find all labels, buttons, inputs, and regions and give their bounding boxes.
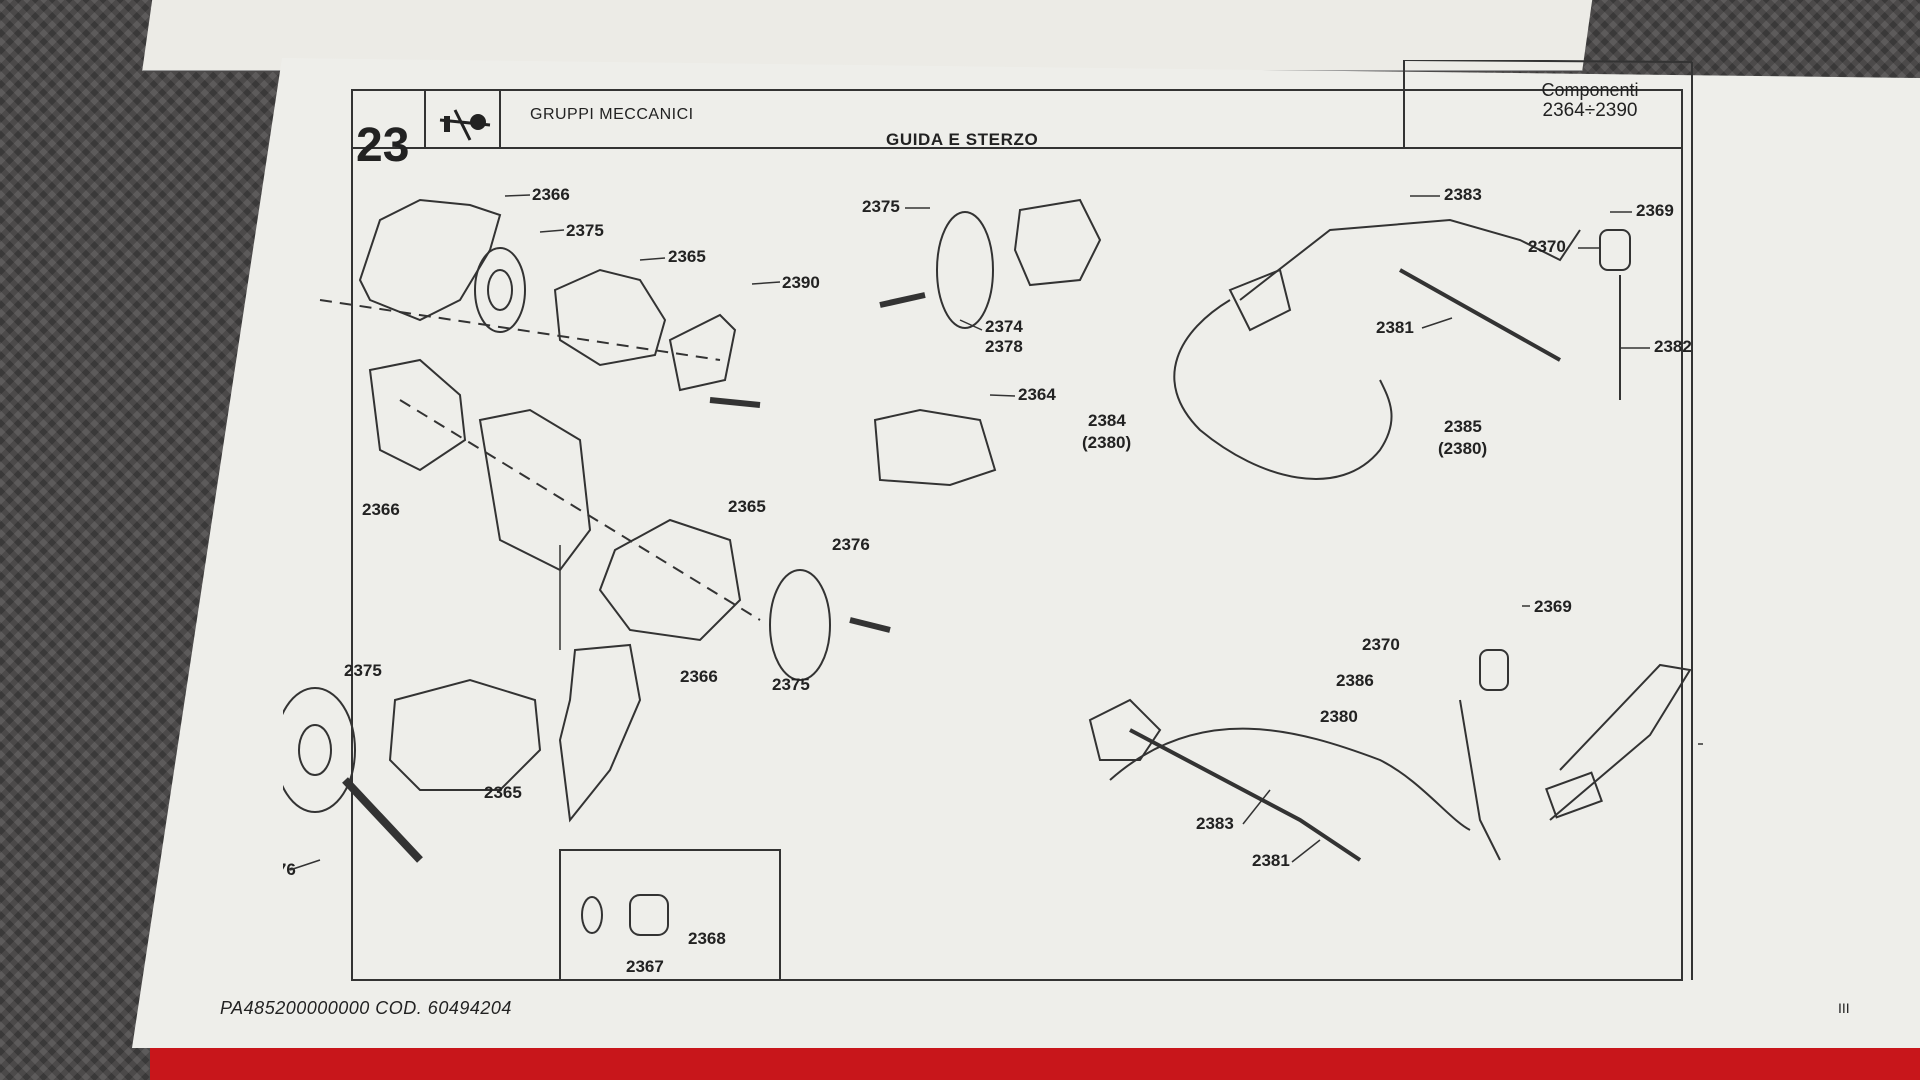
pulley-2375-bottom [283, 687, 356, 813]
callout-2366: 2366 [532, 185, 570, 204]
section-number: 23 [356, 119, 410, 172]
callout-2376: 2376 [832, 535, 870, 554]
callout-2367: 2367 [626, 957, 664, 976]
cooler-2387 [1549, 663, 1692, 821]
components-range: 2364÷2390 [1542, 100, 1638, 121]
callout-2383: 2383 [1196, 814, 1234, 833]
callout-2380: (2380) [1082, 433, 1131, 452]
components-label: Componenti [1541, 80, 1639, 100]
rack-2381-top [1399, 268, 1561, 362]
pulley-2375-top [474, 247, 526, 333]
bracket-2366-top [358, 198, 502, 322]
page-number: III [1838, 1000, 1850, 1016]
callout-2370: 2370 [1362, 635, 1400, 654]
reservoir-2369-bottom [1479, 649, 1509, 691]
pump-2365-mid [598, 518, 742, 642]
callout-2374: 2374 [985, 317, 1023, 336]
callout-2381: 2381 [1252, 851, 1290, 870]
callout-2380: 2380 [1320, 707, 1358, 726]
callout-2380: (2380) [1438, 439, 1487, 458]
callout-2366: 2366 [680, 667, 718, 686]
callout-2376: 2376 [283, 860, 296, 879]
callout-2365: 2365 [668, 247, 706, 266]
callout-2383: 2383 [1444, 185, 1482, 204]
group-label: GRUPPI MECCANICI [530, 106, 694, 123]
page-frame [351, 89, 1683, 981]
pump-2364 [873, 408, 997, 487]
callout-2386: 2386 [1336, 671, 1374, 690]
callout-2365: 2365 [728, 497, 766, 516]
callout-2366: 2366 [362, 500, 400, 519]
hose-2383-top [1239, 218, 1581, 301]
exploded-diagram: 2366 2375 2365 2390 2375 2374 2378 2364 … [283, 60, 1703, 981]
pulley-2375-mid [936, 211, 994, 329]
pump-2365-top [553, 268, 667, 367]
callout-2365: 2365 [484, 783, 522, 802]
callout-2390: 2390 [782, 273, 820, 292]
callout-2375: 2375 [344, 661, 382, 680]
callout-2370: 2370 [1528, 237, 1566, 256]
callout-2382: 2382 [1654, 337, 1692, 356]
callout-2384: 2384 [1088, 411, 1126, 430]
callout-2375: 2375 [862, 197, 900, 216]
pulley-2375-midb [769, 569, 831, 681]
bracket-2366-bottom [558, 643, 642, 823]
callout-2375: 2375 [772, 675, 810, 694]
inset-box [559, 849, 781, 981]
catalogue-page [132, 58, 1920, 1048]
callout-2381: 2381 [1376, 318, 1414, 337]
callout-2385: 2385 [1444, 417, 1482, 436]
spacer-2368 [629, 894, 669, 936]
callout-2369: 2369 [1534, 597, 1572, 616]
valve-bottom [1088, 698, 1162, 761]
reservoir-2369-top [1599, 229, 1631, 271]
callout-2364: 2364 [1018, 385, 1056, 404]
bracket-2366-mid-a [368, 358, 467, 472]
hose-2383-bottom [1109, 727, 1471, 831]
page-title: GUIDA E STERZO [886, 130, 1039, 149]
steering-icon [439, 109, 491, 141]
callout-2368: 2368 [688, 929, 726, 948]
cover-2390 [668, 313, 737, 392]
callout-2378: 2378 [985, 337, 1023, 356]
pump-top-mid [1013, 198, 1102, 287]
callout-2369: 2369 [1636, 201, 1674, 220]
pump-2365-bottom [388, 678, 542, 791]
bushing-2367 [581, 896, 603, 934]
hose-2384 [1173, 299, 1393, 480]
catalogue-code: PA485200000000 COD. 60494204 [220, 998, 512, 1018]
callout-2375: 2375 [566, 221, 604, 240]
bracket-2366-mid-b [478, 408, 592, 572]
rack-2381-bottom [1129, 728, 1362, 862]
